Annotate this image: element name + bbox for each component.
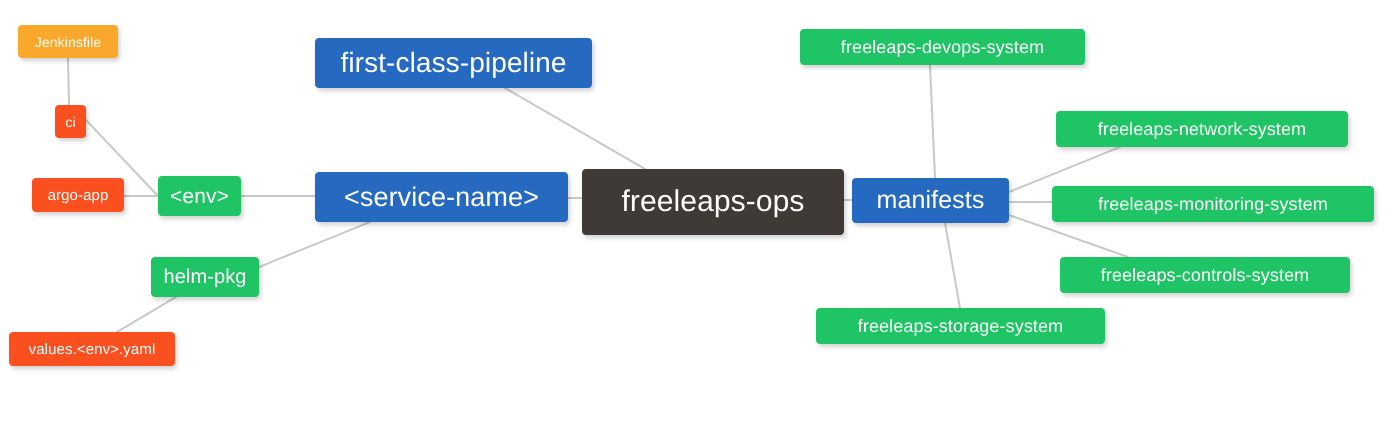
edge-values-yaml-to-helm-pkg: [116, 296, 177, 333]
node-freeleaps-storage-system[interactable]: freeleaps-storage-system: [816, 308, 1105, 344]
node-label-service-name: <service-name>: [344, 181, 539, 212]
node-label-manifests: manifests: [876, 186, 985, 214]
node-freeleaps-ops[interactable]: freeleaps-ops: [582, 169, 844, 235]
node-label-first-class-pipeline: first-class-pipeline: [340, 47, 567, 78]
node-label-values-yaml: values.<env>.yaml: [28, 340, 156, 358]
node-label-helm-pkg: helm-pkg: [163, 266, 247, 288]
node-freeleaps-monitoring-system[interactable]: freeleaps-monitoring-system: [1052, 186, 1374, 222]
node-label-jenkinsfile: Jenkinsfile: [34, 33, 102, 50]
node-values-yaml[interactable]: values.<env>.yaml: [9, 332, 175, 366]
node-label-freeleaps-network-system: freeleaps-network-system: [1097, 119, 1307, 139]
node-service-name[interactable]: <service-name>: [315, 172, 568, 222]
node-helm-pkg[interactable]: helm-pkg: [151, 257, 259, 297]
node-label-freeleaps-ops: freeleaps-ops: [621, 185, 805, 218]
node-label-freeleaps-storage-system: freeleaps-storage-system: [857, 316, 1064, 336]
node-label-freeleaps-devops-system: freeleaps-devops-system: [840, 37, 1045, 57]
node-label-argo-app: argo-app: [47, 186, 109, 204]
node-label-ci: ci: [65, 113, 76, 130]
node-freeleaps-controls-system[interactable]: freeleaps-controls-system: [1060, 257, 1350, 293]
node-label-freeleaps-controls-system: freeleaps-controls-system: [1100, 265, 1310, 285]
edge-jenkinsfile-to-ci: [67, 57, 70, 106]
node-env[interactable]: <env>: [158, 176, 241, 216]
node-first-class-pipeline[interactable]: first-class-pipeline: [315, 38, 592, 88]
node-ci[interactable]: ci: [55, 105, 86, 138]
node-argo-app[interactable]: argo-app: [32, 178, 124, 212]
edge-first-class-pipeline-to-freeleaps-ops: [504, 87, 646, 170]
node-manifests[interactable]: manifests: [852, 178, 1009, 223]
edge-manifests-to-freeleaps-storage-system: [944, 222, 961, 309]
edge-helm-pkg-to-service-name: [258, 221, 371, 268]
node-label-env: <env>: [170, 184, 229, 208]
edge-manifests-to-freeleaps-devops-system: [929, 64, 936, 179]
node-label-freeleaps-monitoring-system: freeleaps-monitoring-system: [1098, 194, 1328, 214]
node-jenkinsfile[interactable]: Jenkinsfile: [18, 25, 118, 58]
node-freeleaps-devops-system[interactable]: freeleaps-devops-system: [800, 29, 1085, 65]
node-freeleaps-network-system[interactable]: freeleaps-network-system: [1056, 111, 1348, 147]
